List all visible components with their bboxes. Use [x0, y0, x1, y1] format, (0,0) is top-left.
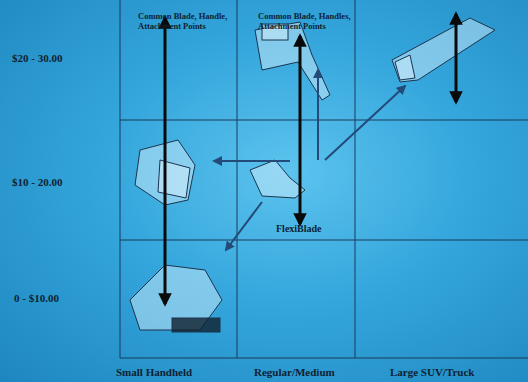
price-range-arrows	[165, 14, 456, 304]
grid-line	[120, 120, 528, 121]
thin-arrow	[325, 86, 405, 160]
grid-line	[237, 0, 238, 358]
product-name: FlexiBlade	[276, 223, 346, 235]
price-range-label: $20 - 30.00	[12, 52, 112, 65]
scraper-sketch	[392, 18, 495, 82]
product-sketches	[130, 18, 495, 332]
flexiblade-sketch	[250, 160, 305, 198]
thin-arrow	[214, 160, 290, 162]
grip-sketch	[172, 318, 220, 332]
double-arrow	[299, 36, 302, 224]
size-category-label: Regular/Medium	[254, 366, 364, 379]
price-range-label: 0 - $10.00	[14, 292, 114, 305]
grid	[120, 0, 528, 358]
price-range-label: $10 - 20.00	[12, 176, 112, 189]
grid-line	[120, 358, 528, 359]
size-category-label: Large SUV/Truck	[390, 366, 510, 379]
double-arrow	[455, 14, 458, 102]
grid-line	[120, 0, 121, 358]
blade-sketch	[395, 55, 415, 80]
grid-line	[120, 240, 528, 241]
cell-note: Common Blade, Handle, Attachment Points	[138, 12, 248, 32]
cell-note: Common Blade, Handles, Attachment Points	[258, 12, 362, 32]
thin-arrow	[317, 70, 319, 160]
double-arrow	[164, 18, 167, 304]
grid-line	[355, 0, 356, 358]
size-category-label: Small Handheld	[116, 366, 226, 379]
thin-arrow	[226, 202, 262, 250]
direction-arrows	[214, 70, 405, 250]
blade-sketch	[158, 160, 190, 198]
